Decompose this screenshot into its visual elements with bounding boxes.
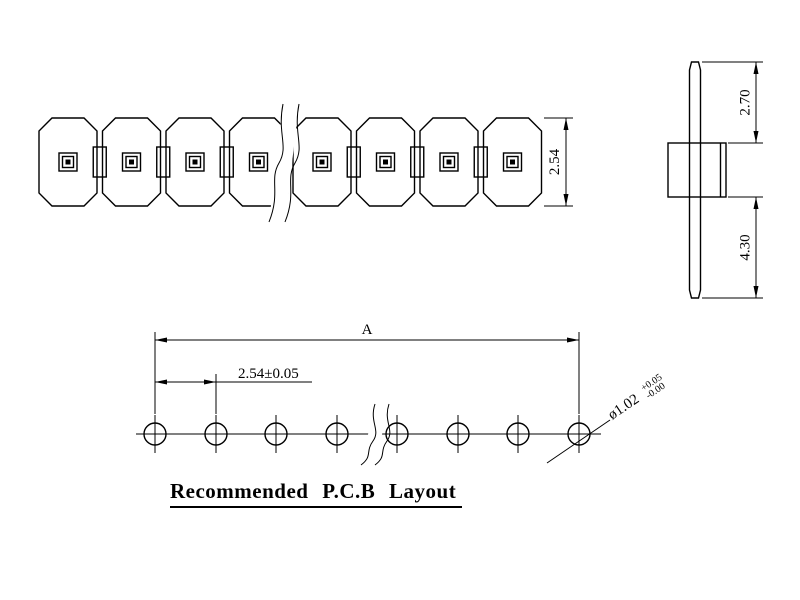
top-view: 2.54 [38, 103, 573, 223]
strip-bridge [156, 146, 171, 178]
dim-hole-diameter-label: ø1.02 [605, 391, 642, 423]
header-unit [292, 117, 352, 207]
break-symbol-pcb [360, 403, 391, 466]
dim-hole-pitch: 2.54±0.05 [155, 366, 312, 414]
header-unit [355, 117, 416, 207]
break-symbol-top [268, 103, 300, 223]
dim-overall-length: A [154, 322, 580, 414]
dim-hole-diameter: ø1.02 +0.05 -0.00 [546, 372, 667, 464]
strip-bridge [219, 146, 234, 178]
header-unit [165, 117, 225, 207]
dim-pin-bottom-label: 4.30 [738, 234, 754, 260]
dim-overall-length-label: A [362, 322, 373, 338]
strip-bridge [346, 146, 361, 178]
header-unit [419, 117, 479, 207]
drawing-title: Recommended P.C.B Layout [170, 479, 463, 508]
side-view: 2.70 4.30 [667, 61, 763, 299]
dim-pin-top: 2.70 [702, 61, 763, 144]
leader-line [546, 419, 611, 464]
insulator-body [667, 142, 727, 198]
dim-pin-bottom: 4.30 [702, 196, 763, 299]
dim-pin-top-label: 2.70 [738, 89, 754, 115]
dim-strip-width: 2.54 [544, 117, 573, 207]
pin [688, 61, 702, 299]
strip-bridge [410, 146, 425, 178]
header-unit [482, 117, 543, 207]
header-unit [101, 117, 162, 207]
dim-hole-pitch-label: 2.54±0.05 [238, 366, 299, 382]
strip-bridge [92, 146, 107, 178]
header-strip [38, 117, 543, 207]
dim-strip-width-label: 2.54 [547, 148, 563, 175]
strip-bridge [473, 146, 488, 178]
pcb-layout: A 2.54±0.05 ø1.02 +0.05 -0.00 [136, 322, 667, 466]
header-unit [38, 117, 98, 207]
